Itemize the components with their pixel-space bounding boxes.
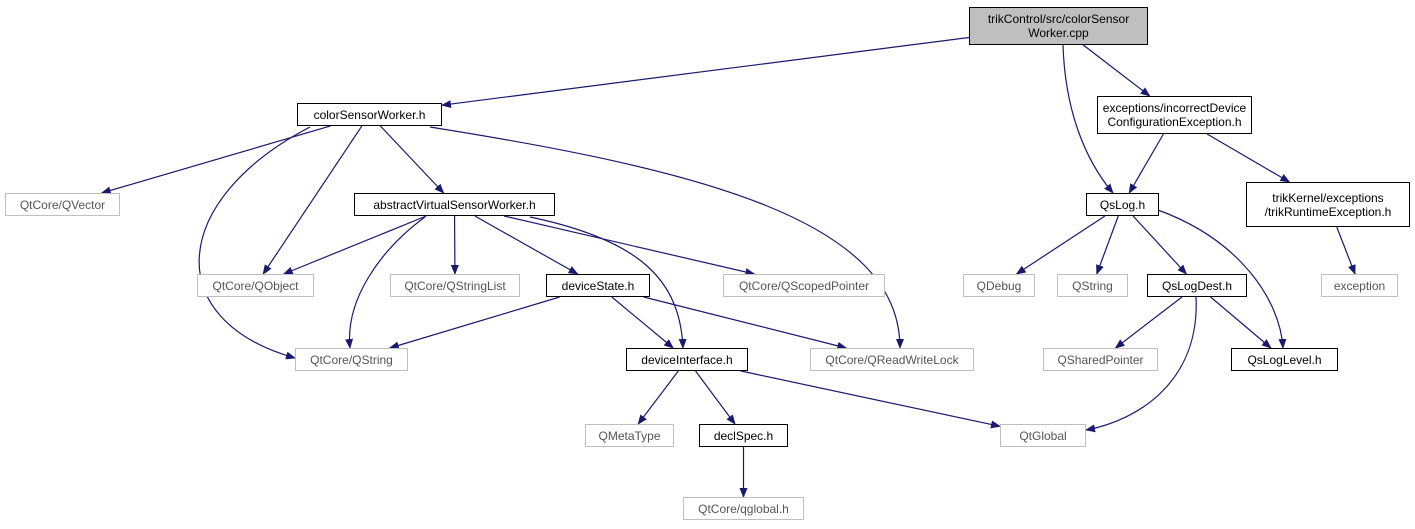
node-qsp: QtCore/QScopedPointer: [723, 274, 885, 297]
node-exc[interactable]: exceptions/incorrectDevice Configuration…: [1097, 96, 1252, 134]
node-di[interactable]: deviceInterface.h: [626, 348, 748, 371]
edge-ds-to-di: [611, 296, 674, 349]
node-trk[interactable]: trikKernel/exceptions /trikRuntimeExcept…: [1246, 182, 1410, 227]
node-qobj: QtCore/QObject: [197, 274, 314, 297]
edge-csw-to-avsw: [379, 125, 445, 194]
edge-root-to-exc: [1082, 44, 1151, 97]
edge-avsw-to-ds: [474, 215, 579, 275]
node-qsl: QtCore/QStringList: [390, 274, 520, 297]
node-qrwl: QtCore/QReadWriteLock: [810, 348, 974, 371]
edge-trk-to-exception: [1336, 226, 1356, 275]
edge-exc-to-trk: [1206, 133, 1291, 183]
edge-csw-to-qstr: [198, 126, 311, 360]
edge-ds-to-qstr: [388, 296, 560, 350]
edge-qsld-to-qglobal: [1085, 296, 1197, 433]
edge-qslog-to-qdbg: [1015, 215, 1106, 275]
node-avsw[interactable]: abstractVirtualSensorWorker.h: [354, 193, 555, 216]
edge-ds-to-qrwl: [643, 296, 848, 350]
edge-avsw-to-di: [529, 216, 687, 349]
edge-qslog-to-qsll: [1157, 209, 1287, 349]
node-qstr: QtCore/QString: [295, 348, 408, 371]
edge-exc-to-qslog: [1128, 133, 1164, 194]
node-exception: exception: [1321, 274, 1398, 297]
node-qcg: QtCore/qglobal.h: [683, 497, 804, 520]
node-qshp: QSharedPointer: [1043, 348, 1158, 371]
node-root[interactable]: trikControl/src/colorSensor Worker.cpp: [969, 7, 1148, 45]
node-qslog[interactable]: QsLog.h: [1086, 193, 1159, 216]
edge-csw-to-qrwl: [429, 126, 904, 349]
edge-di-to-qmt: [637, 370, 679, 425]
edge-root-to-qslog: [1062, 44, 1114, 194]
node-qvec: QtCore/QVector: [5, 193, 120, 216]
edge-qslog-to-qstr2: [1096, 215, 1119, 275]
edge-qsld-to-qshp: [1114, 296, 1183, 349]
node-qsld[interactable]: QsLogDest.h: [1147, 274, 1247, 297]
edge-root-to-csw: [441, 36, 970, 109]
edge-avsw-to-qobj: [282, 215, 427, 275]
edge-qsld-to-qsll: [1210, 296, 1272, 349]
node-qglobal: QtGlobal: [1000, 424, 1086, 447]
node-ds[interactable]: deviceState.h: [546, 274, 650, 297]
edge-di-to-qglobal: [740, 370, 1001, 429]
edge-qslog-to-qsld: [1132, 215, 1188, 275]
node-qmt: QMetaType: [585, 424, 674, 447]
node-qstr2: QString: [1057, 274, 1128, 297]
node-csw[interactable]: colorSensorWorker.h: [297, 103, 442, 126]
edge-csw-to-qvec: [100, 125, 331, 195]
node-decl[interactable]: declSpec.h: [699, 424, 788, 447]
edge-avsw-to-qstr: [345, 216, 426, 349]
edge-avsw-to-qsp: [503, 215, 756, 276]
node-qdbg: QDebug: [963, 274, 1035, 297]
edge-di-to-decl: [695, 370, 736, 425]
edge-csw-to-qobj: [262, 125, 363, 275]
node-qsll[interactable]: QsLogLevel.h: [1231, 348, 1338, 371]
